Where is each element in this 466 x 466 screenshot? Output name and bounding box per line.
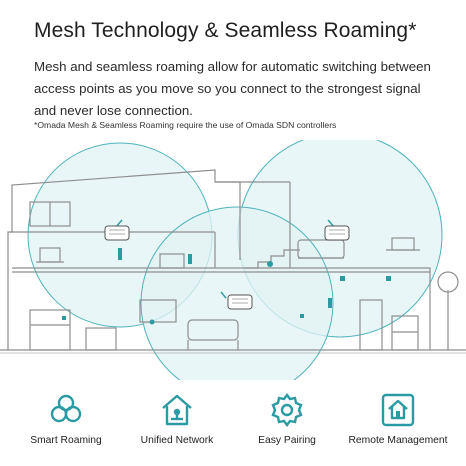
smart-roaming-icon: [50, 394, 82, 423]
access-point-right: [324, 219, 350, 241]
feature-list: Smart Roaming Unified Network Easy Pairi…: [0, 392, 466, 452]
unified-network-icon: [162, 394, 192, 426]
feature-remote-management: Remote Management: [340, 392, 456, 446]
access-point-left: [104, 219, 130, 241]
feature-smart-roaming: Smart Roaming: [8, 392, 124, 446]
feature-unified-network: Unified Network: [119, 392, 235, 446]
feature-label: Easy Pairing: [258, 435, 316, 446]
access-point-center: [220, 291, 253, 310]
page-title: Mesh Technology & Seamless Roaming*: [34, 19, 417, 42]
feature-label: Smart Roaming: [30, 435, 102, 446]
feature-label: Unified Network: [140, 435, 214, 446]
feature-label: Remote Management: [348, 435, 448, 446]
footnote-text: *Omada Mesh & Seamless Roaming require t…: [34, 120, 337, 130]
remote-management-icon: [381, 393, 415, 427]
easy-pairing-icon: [271, 393, 303, 427]
description-text: Mesh and seamless roaming allow for auto…: [34, 59, 431, 118]
house-outline: [0, 169, 466, 354]
house-coverage-illustration: [0, 140, 466, 380]
accent-details: [62, 248, 391, 325]
feature-easy-pairing: Easy Pairing: [229, 392, 345, 446]
coverage-circles: [27, 140, 443, 380]
